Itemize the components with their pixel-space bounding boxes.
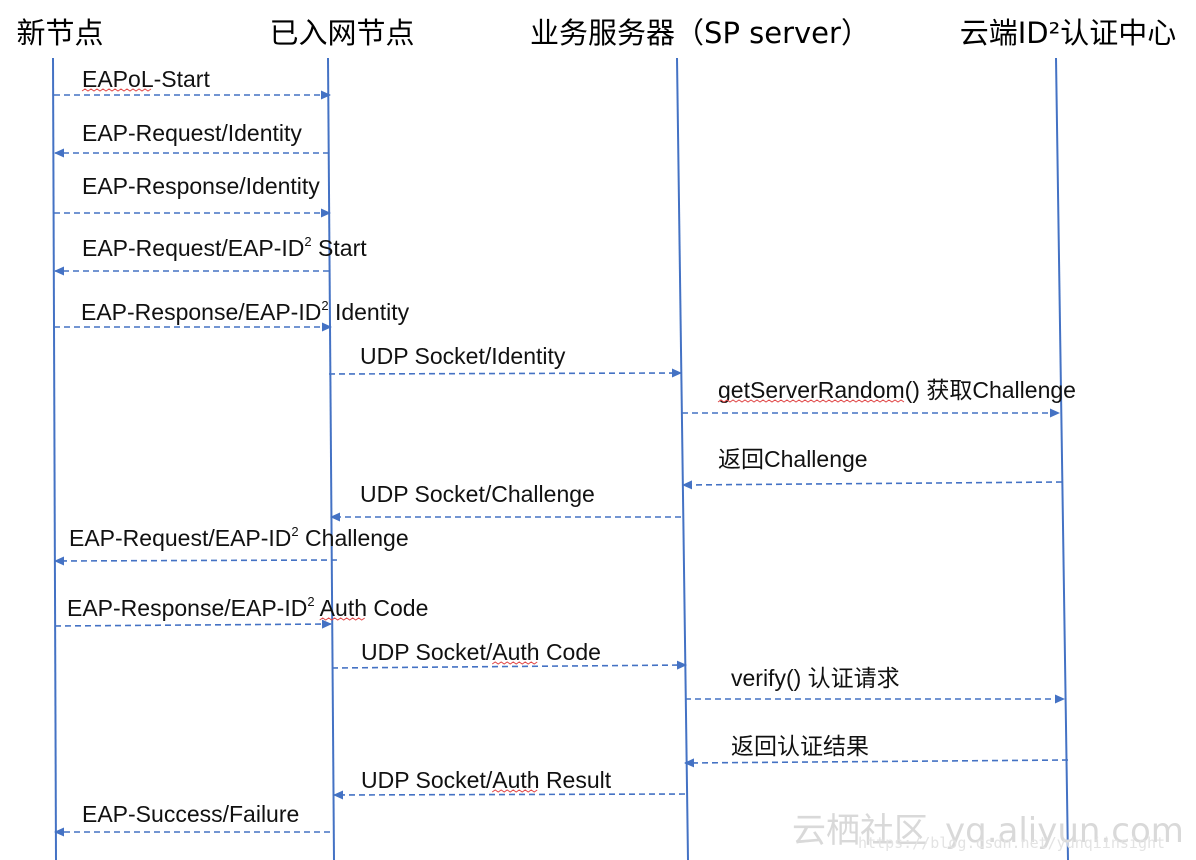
participant-new-node: 新节点 xyxy=(16,16,103,50)
message-label: EAPoL-Start xyxy=(82,66,210,92)
participant-joined-node: 已入网节点 xyxy=(269,16,414,50)
lifeline-sp-server xyxy=(676,57,689,860)
message-arrow xyxy=(331,660,687,670)
spellcheck-squiggle xyxy=(319,617,365,621)
participant-sp-server: 业务服务器（SP server） xyxy=(530,16,870,50)
spellcheck-squiggle xyxy=(491,661,538,665)
message-arrow xyxy=(684,758,1069,768)
message-label: UDP Socket/Auth Result xyxy=(361,767,612,793)
message-label: UDP Socket/Challenge xyxy=(360,481,595,507)
participant-id2-center: 云端ID²认证中心 xyxy=(960,16,1177,50)
spellcheck-squiggle xyxy=(491,789,538,793)
message-label: EAP-Response/EAP-ID2 Auth Code xyxy=(67,594,428,621)
message-label: EAP-Response/Identity xyxy=(82,173,320,199)
message-label: 返回认证结果 xyxy=(731,733,869,759)
lifeline-joined-node xyxy=(327,57,335,860)
message-arrow xyxy=(54,556,338,566)
spellcheck-squiggle xyxy=(717,399,905,403)
message-arrow xyxy=(682,480,1063,490)
message-label: UDP Socket/Identity xyxy=(360,343,566,369)
message-label: EAP-Request/EAP-ID2 Start xyxy=(82,234,367,261)
lifeline-new-node xyxy=(52,57,57,860)
watermark-site: yq.aliyun.com xyxy=(945,811,1184,851)
message-label: verify() 认证请求 xyxy=(731,665,900,691)
message-arrow xyxy=(54,619,332,629)
message-label: EAP-Request/Identity xyxy=(82,120,302,146)
watermark-logo: 云栖社区 xyxy=(792,811,928,851)
message-label: UDP Socket/Auth Code xyxy=(361,639,601,665)
message-label: EAP-Success/Failure xyxy=(82,801,299,827)
watermark-url: https://blog.csdn.net/yunqiinsight xyxy=(858,834,1165,852)
message-arrow xyxy=(333,790,686,800)
message-arrow xyxy=(328,368,682,378)
spellcheck-squiggle xyxy=(81,88,152,92)
message-label: EAP-Response/EAP-ID2 Identity xyxy=(81,298,410,325)
lifeline-id2-center xyxy=(1055,57,1069,860)
message-label: getServerRandom() 获取Challenge xyxy=(718,377,1076,403)
message-label: 返回Challenge xyxy=(718,446,868,472)
message-label: EAP-Request/EAP-ID2 Challenge xyxy=(69,524,409,551)
